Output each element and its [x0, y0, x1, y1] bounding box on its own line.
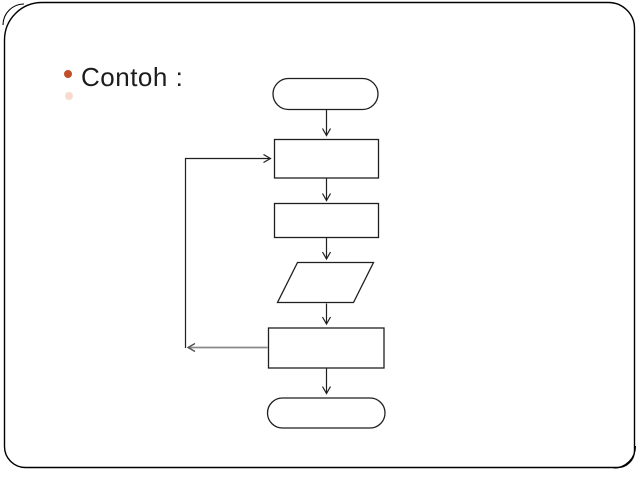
corner-flourish-top-left-icon: [2, 3, 25, 26]
flowchart-node-input-output-parallelogram: [276, 261, 375, 304]
flowchart-nodes: [266, 77, 386, 429]
flowchart-node-process-2: [273, 202, 380, 239]
corner-flourish-bottom-right-icon: [613, 445, 637, 469]
slide-border: [3, 1, 636, 469]
slide-frame: [2, 1, 637, 469]
bullet-item: Contoh :: [64, 63, 183, 91]
flowchart-node-start-terminator: [272, 77, 379, 111]
bullet-shadow-icon: [65, 92, 73, 100]
flowchart-node-process-1: [273, 138, 380, 179]
flowchart-edges: [184, 109, 332, 395]
bullet-text: Contoh :: [81, 62, 184, 92]
flowchart-node-process-3: [267, 327, 385, 369]
bullet-icon: [64, 70, 72, 78]
flowchart-node-end-terminator: [266, 397, 386, 429]
loop-back-up-and-into-process1-arrow: [184, 153, 272, 348]
